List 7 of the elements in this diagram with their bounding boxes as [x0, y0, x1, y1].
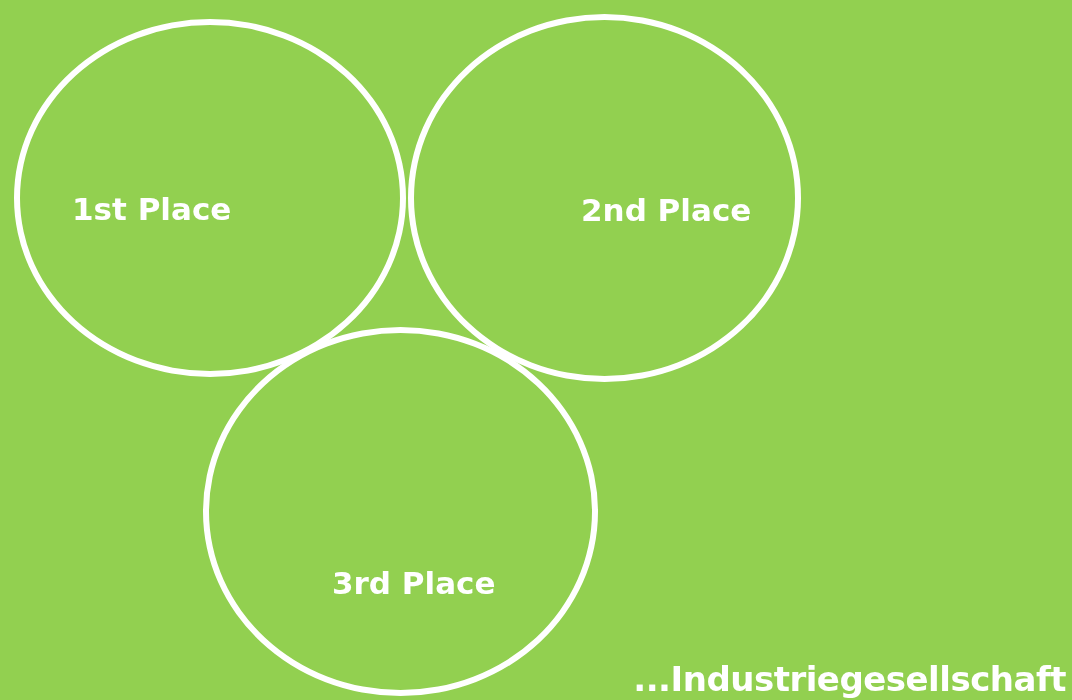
circle-label: 1st Place	[72, 194, 232, 225]
circle	[408, 14, 801, 382]
circle-label: 3rd Place	[332, 568, 496, 599]
circle	[203, 327, 598, 696]
circle	[14, 19, 406, 377]
caption-text: ...Industriegesellschaft	[633, 662, 1066, 696]
circle-label: 2nd Place	[581, 195, 752, 226]
